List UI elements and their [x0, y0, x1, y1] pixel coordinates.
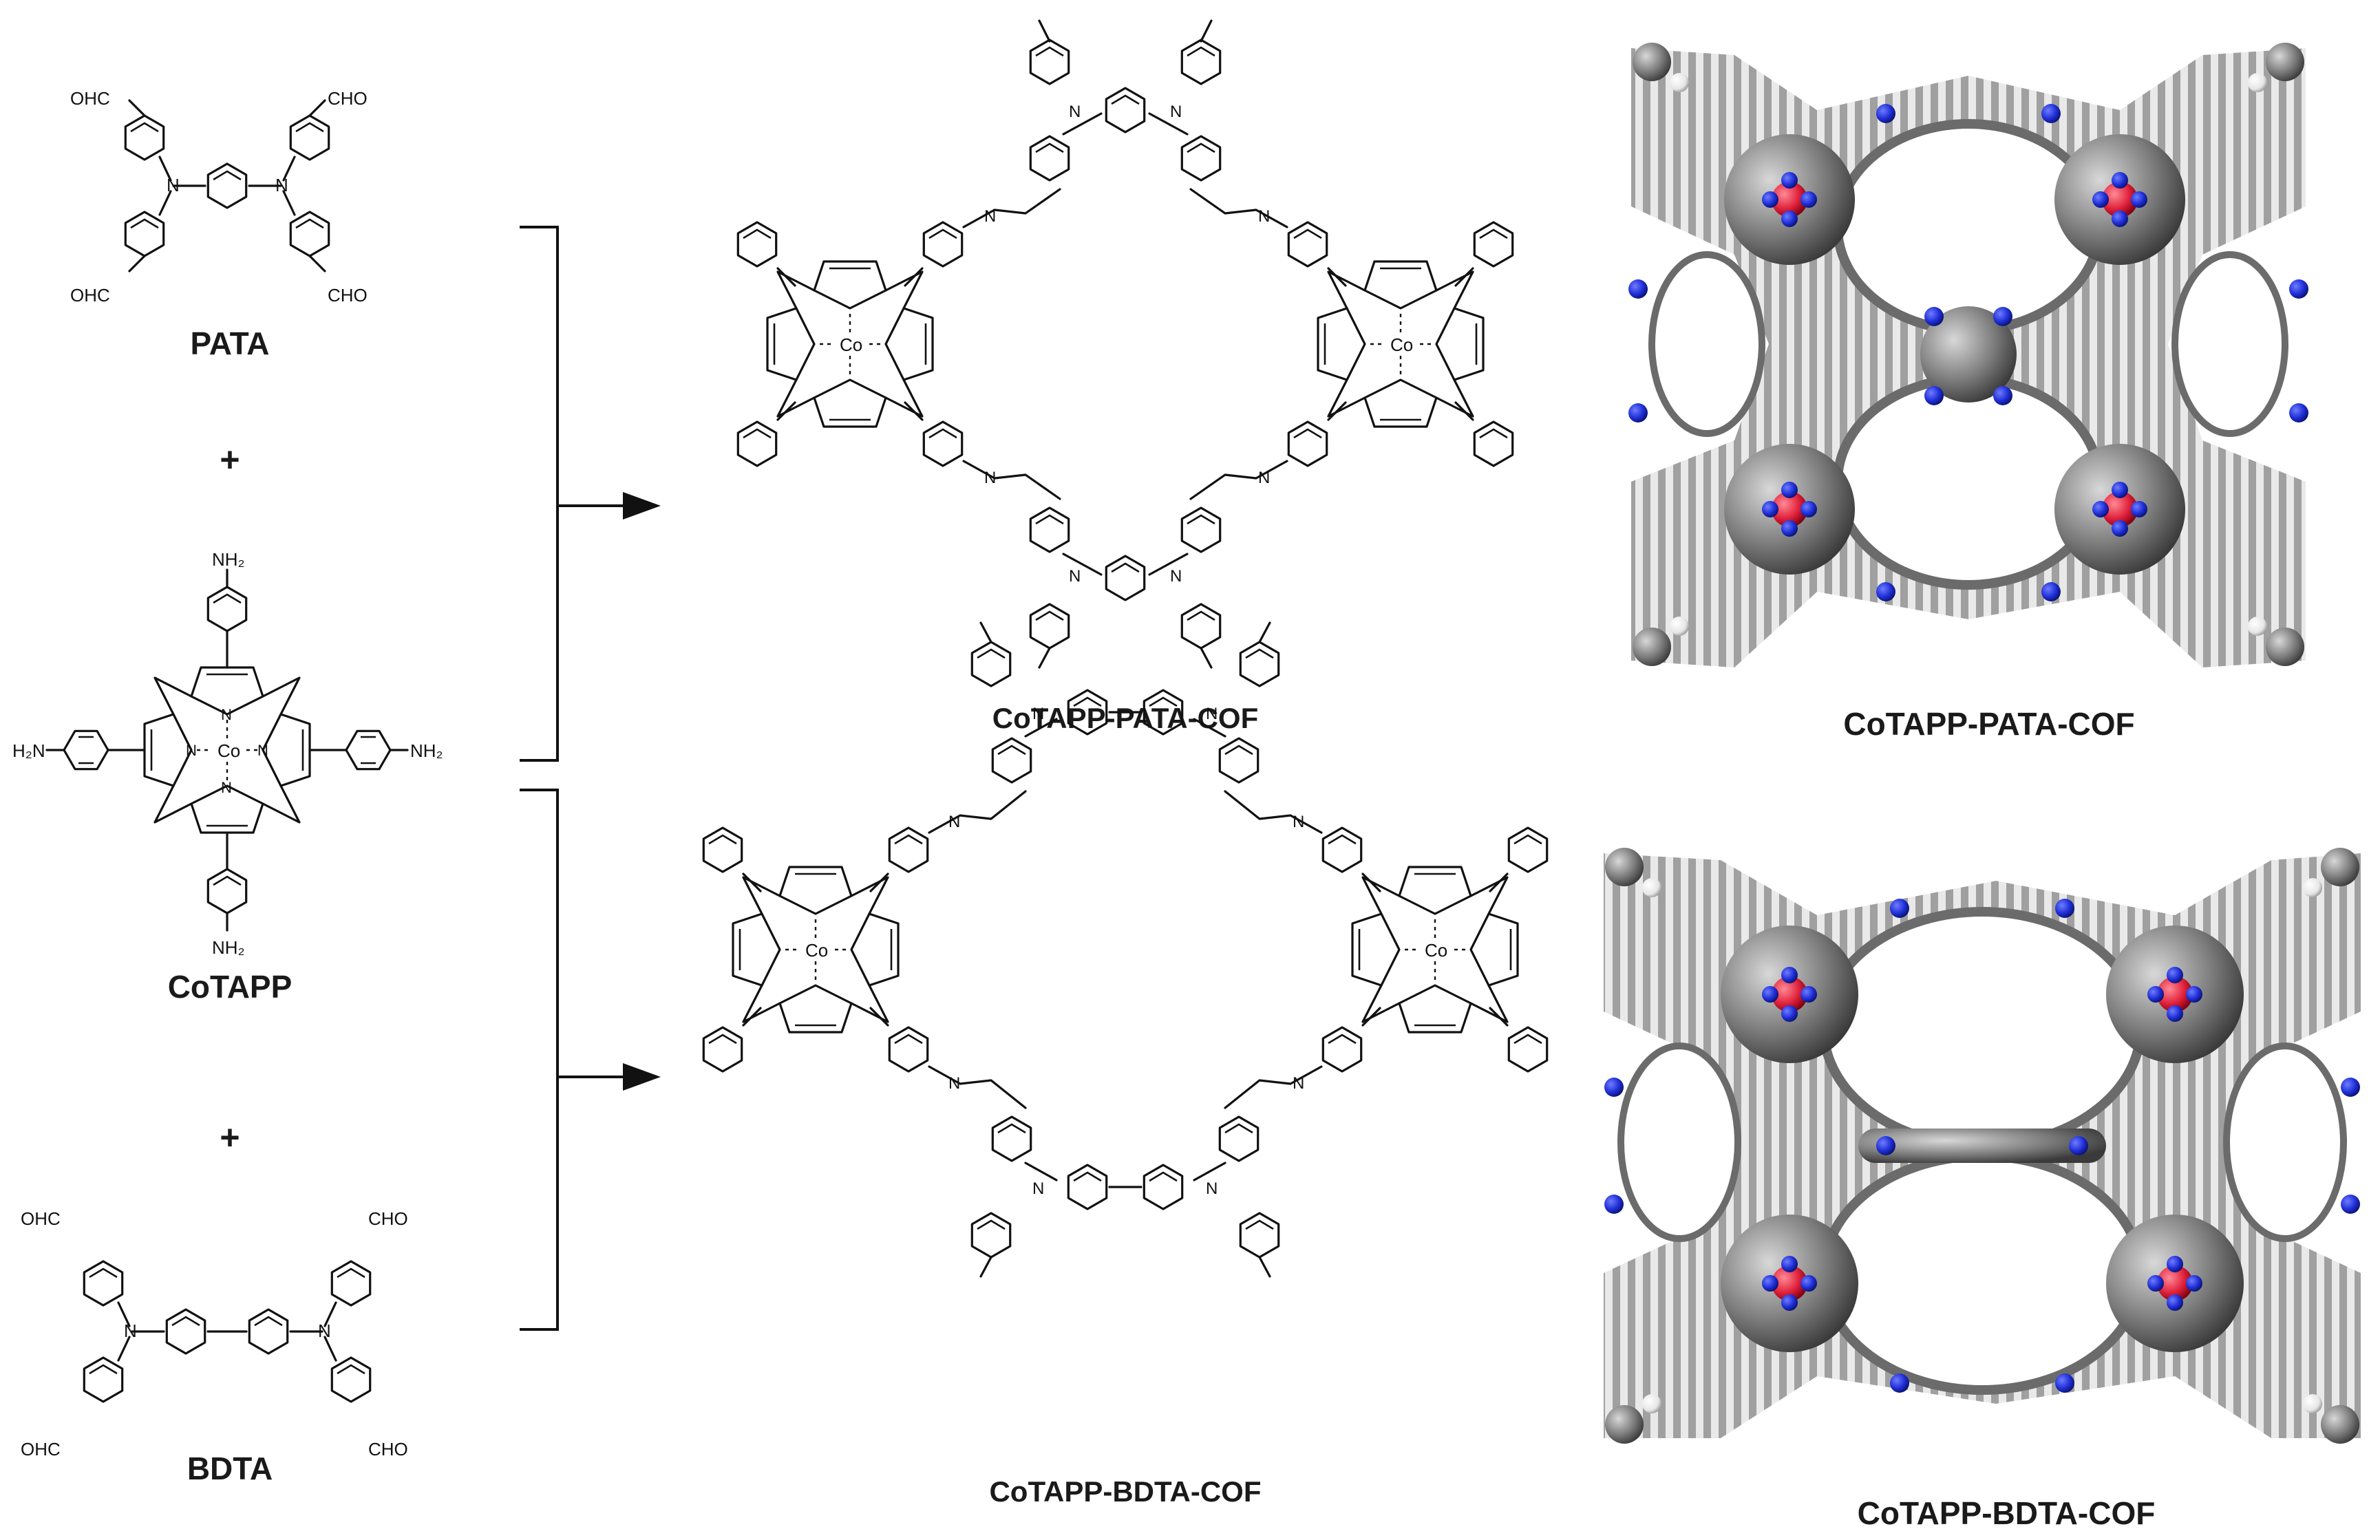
pata-cof-model — [1621, 28, 2316, 681]
bdta-cof-n-bottom-left: N — [1032, 1179, 1044, 1198]
pata-cof-n-top-left: N — [1069, 103, 1081, 121]
cotapp-n-top: N — [221, 706, 232, 723]
pata-n-right: N — [275, 175, 288, 195]
bdta-cof-n-bottom-right: N — [1206, 1179, 1218, 1198]
cotapp-co: Co — [217, 740, 240, 761]
lower-reaction-arrowhead — [623, 1063, 661, 1091]
bdta-cof-label: CoTAPP-BDTA-COF — [989, 1475, 1261, 1508]
pata-group-bl: OHC — [70, 285, 110, 306]
plus-sign-1: + — [220, 440, 240, 479]
cotapp-n-bottom: N — [221, 779, 232, 796]
pata-model-label: CoTAPP-PATA-COF — [1843, 706, 2134, 742]
pata-group-br: CHO — [328, 285, 368, 306]
lower-reaction-bracket — [520, 789, 661, 1331]
pata-model-node-3 — [1724, 444, 1855, 575]
cotapp-n-left: N — [186, 742, 197, 759]
bdta-group-bl: OHC — [21, 1439, 61, 1459]
pata-n-left: N — [167, 175, 180, 195]
bdta-model-node-2 — [2106, 926, 2244, 1063]
bdta-model-node-4 — [2106, 1215, 2244, 1352]
pata-label: PATA — [191, 325, 270, 361]
pata-cof-label: CoTAPP-PATA-COF — [992, 702, 1259, 734]
bdta-group-tl: OHC — [21, 1208, 61, 1229]
pata-model-node-2 — [2054, 134, 2185, 265]
bdta-cof-imine-1: N — [948, 813, 960, 831]
cotapp-amine-right: NH₂ — [410, 740, 443, 761]
pata-cof-n-bottom-left: N — [1069, 567, 1081, 586]
pata-group-tl: OHC — [70, 88, 110, 109]
bdta-cof-imine-3: N — [1293, 813, 1304, 831]
pata-cof-imine-3: N — [1258, 207, 1270, 226]
cotapp-amine-left: H₂N — [12, 740, 45, 761]
pata-cof-co-left: Co — [840, 334, 862, 355]
bdta-cof-n-top-left: N — [1032, 705, 1044, 723]
cotapp-n-right: N — [257, 742, 268, 759]
bdta-model-label: CoTAPP-BDTA-COF — [1858, 1495, 2156, 1531]
bdta-cof-imine-4: N — [1293, 1074, 1304, 1093]
pata-cof-n-top-right: N — [1170, 103, 1182, 121]
bdta-cof-imine-2: N — [948, 1074, 960, 1093]
upper-reaction-bracket — [520, 226, 661, 762]
bdta-cof-n-top-right: N — [1206, 705, 1218, 723]
bdta-model-node-1 — [1721, 926, 1858, 1063]
bdta-cof-co-left: Co — [805, 940, 828, 961]
bdta-model-node-3 — [1721, 1215, 1858, 1352]
cotapp-amine-top: NH₂ — [212, 549, 245, 570]
pata-cof-imine-4: N — [1258, 469, 1270, 487]
bdta-n-right: N — [318, 1320, 331, 1341]
pata-structure: N N OHC CHO OHC CHO — [70, 88, 368, 306]
pata-cof-n-bottom-right: N — [1170, 567, 1182, 586]
pata-model-node-1 — [1724, 134, 1855, 265]
pata-model-node-4 — [2054, 444, 2185, 575]
pata-cof-imine-2: N — [984, 469, 996, 487]
upper-reaction-arrowhead — [623, 492, 661, 520]
bdta-cof-co-right: Co — [1425, 940, 1447, 961]
pata-cof-co-right: Co — [1390, 334, 1413, 355]
pata-group-tr: CHO — [328, 88, 368, 109]
pata-cof-imine-1: N — [984, 207, 996, 226]
bdta-cof-model — [1597, 836, 2368, 1452]
bdta-group-tr: CHO — [368, 1208, 408, 1229]
bdta-cof-structure: Co Co N N N N N N — [702, 621, 1549, 1278]
cotapp-structure: Co N N N N NH₂ NH₂ H₂N NH₂ — [12, 549, 443, 958]
bdta-label: BDTA — [187, 1451, 273, 1486]
bdta-n-left: N — [124, 1320, 137, 1341]
pata-cof-structure: Co Co N N N N N N — [736, 19, 1514, 669]
cotapp-amine-bottom: NH₂ — [212, 937, 245, 958]
cotapp-label: CoTAPP — [168, 969, 293, 1005]
bdta-structure: N N OHC CHO OHC CHO — [21, 1208, 408, 1459]
bdta-group-br: CHO — [368, 1439, 408, 1459]
plus-sign-2: + — [220, 1118, 240, 1157]
